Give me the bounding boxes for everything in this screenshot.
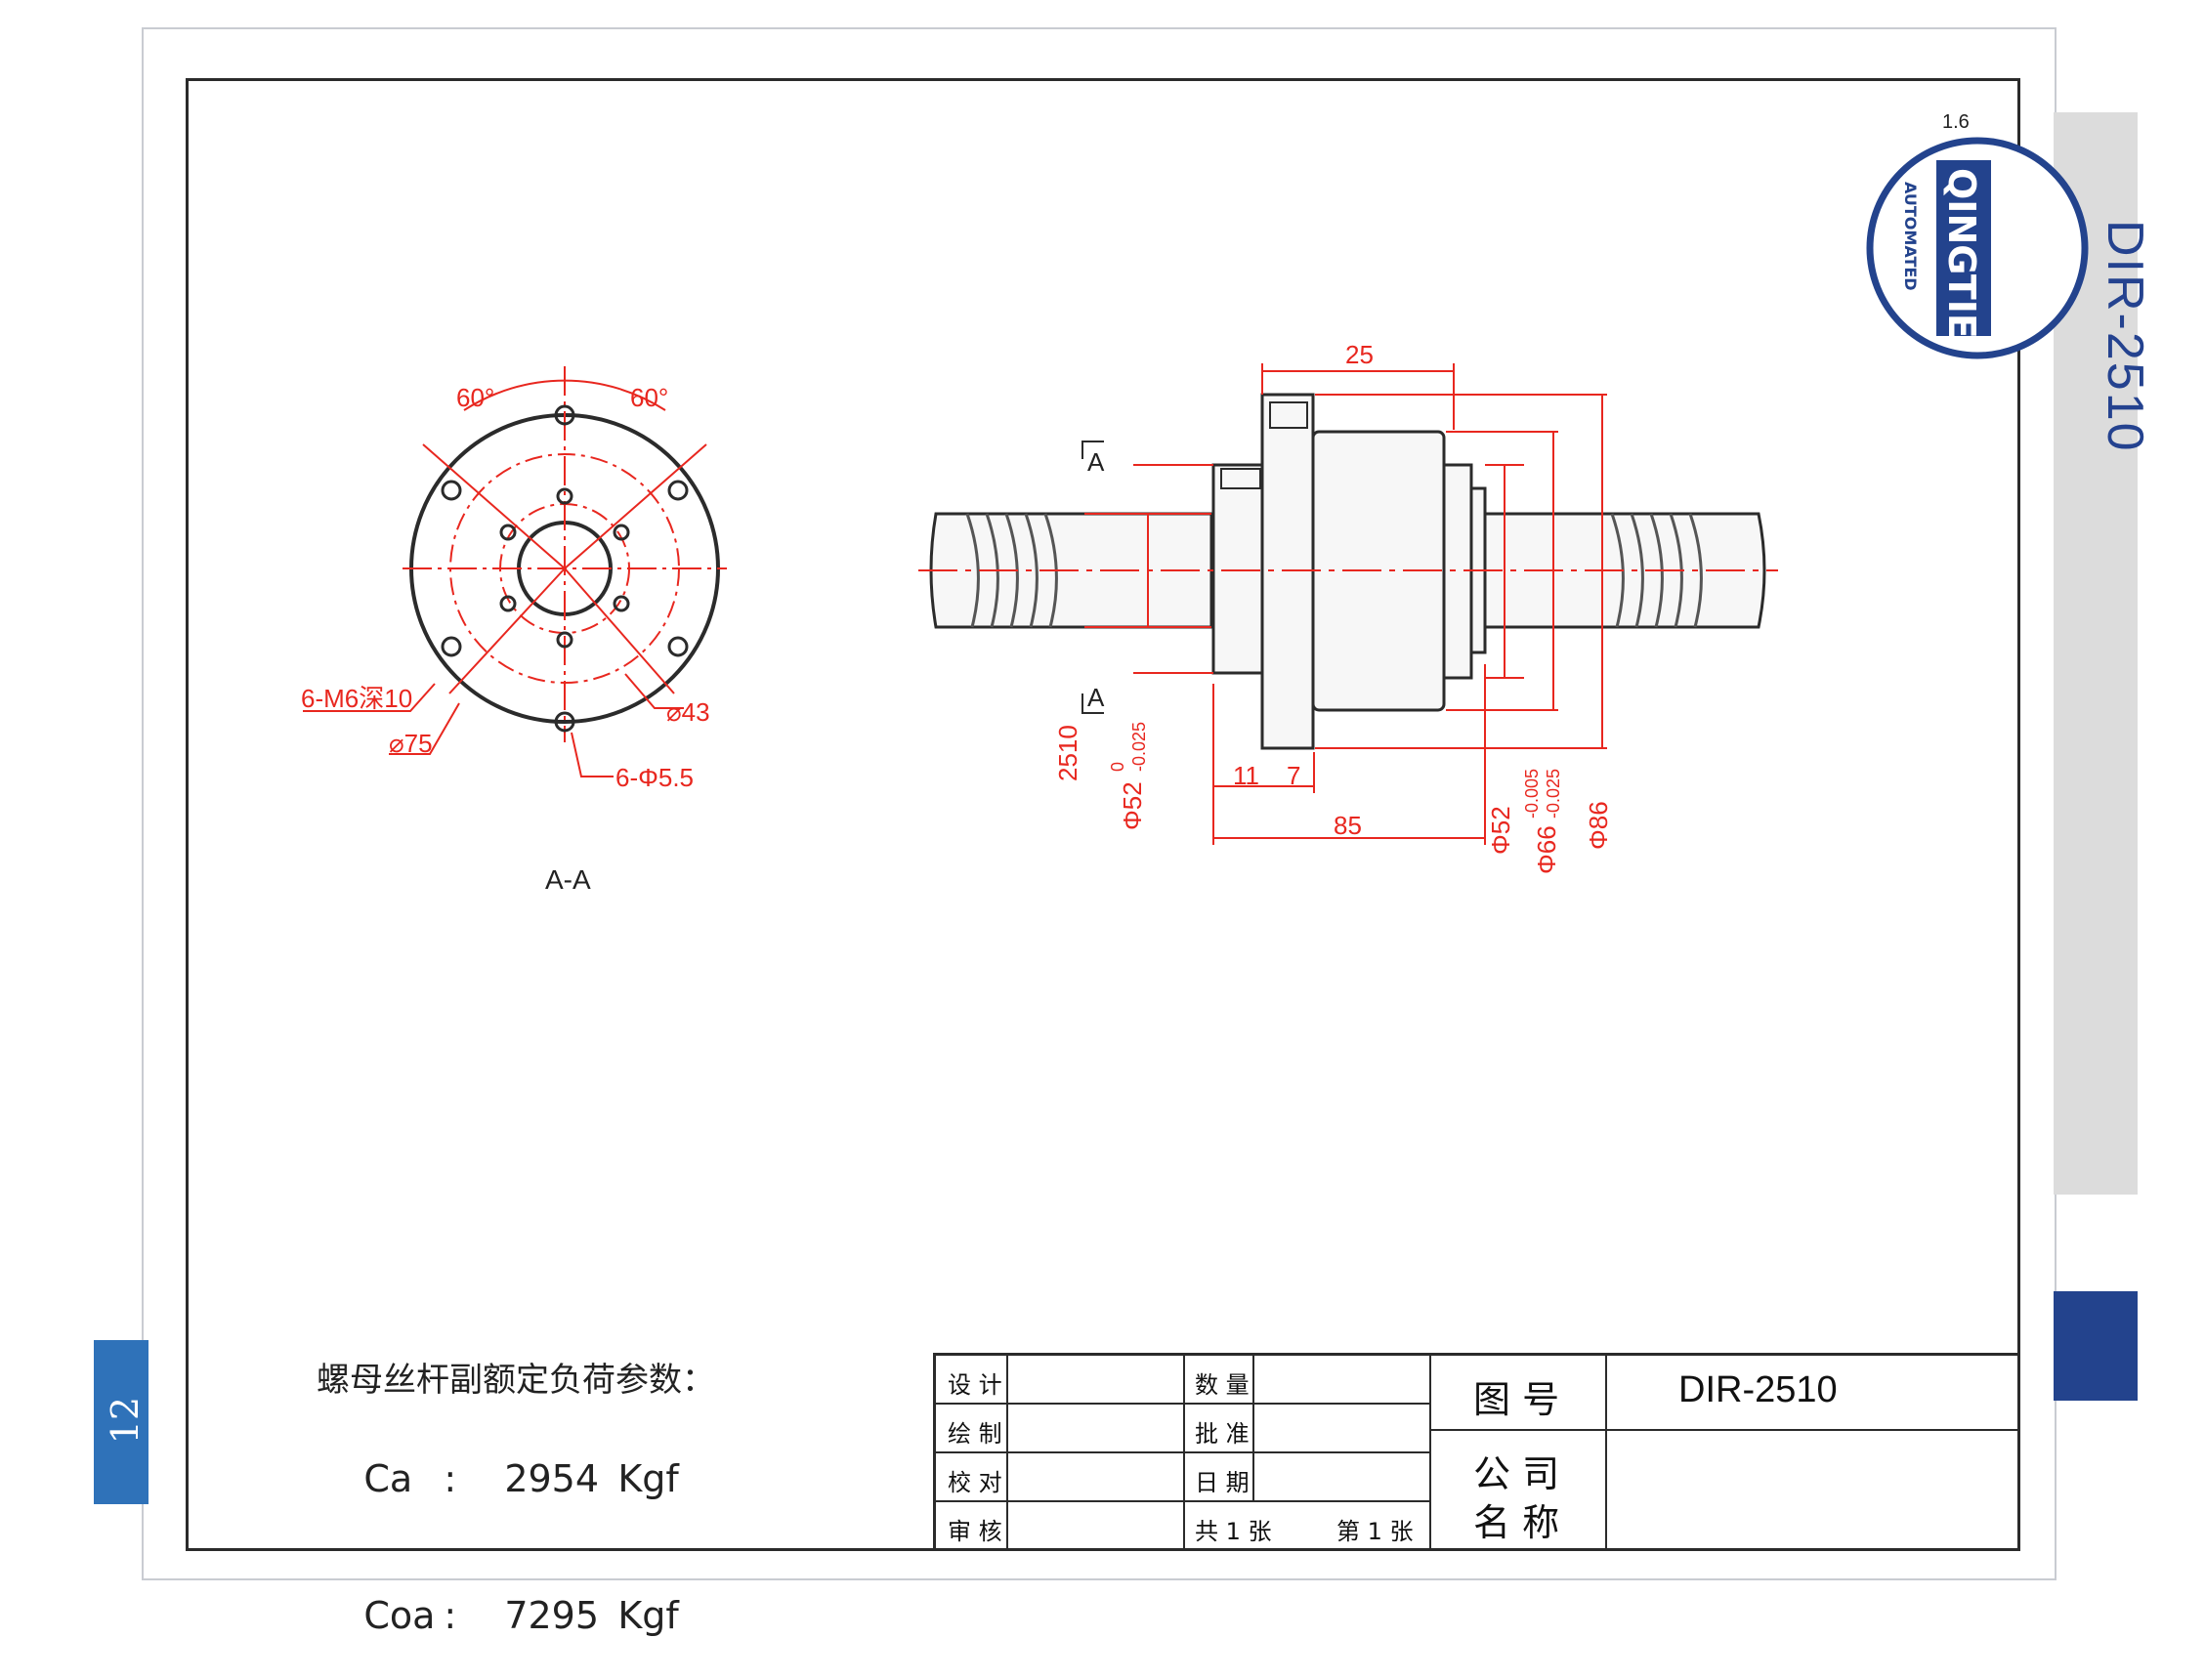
logo-sub: AUTOMATED <box>1901 182 1920 291</box>
label-check: 校 对 <box>948 1469 1002 1496</box>
dim-phi86: Φ86 <box>1584 801 1613 850</box>
logo-brand: QINGTIE <box>1940 168 1983 339</box>
dim-length: 85 <box>1334 811 1362 840</box>
tapped-holes <box>499 487 630 649</box>
dim-phi52: Φ52 <box>1486 806 1515 855</box>
drawing-no-label: 图 号 <box>1473 1378 1560 1421</box>
label-quantity: 数 量 <box>1195 1371 1250 1399</box>
section-marker-bottom: A <box>1087 683 1105 712</box>
dim-phi66-lower: -0.025 <box>1544 769 1563 819</box>
section-view <box>303 366 727 777</box>
page-number-tab: 12 <box>94 1340 148 1504</box>
dim-11: 11 <box>1233 761 1259 790</box>
through-holes <box>441 404 689 733</box>
dim-phi52-upper: 0 <box>1108 762 1127 772</box>
dim-flange-width: 25 <box>1345 340 1374 369</box>
side-tab-title: DIR-2510 <box>2097 220 2153 453</box>
dim-phi66: Φ66 <box>1532 825 1561 874</box>
section-caption: A-A <box>545 864 591 895</box>
section-marker-top: A <box>1087 447 1105 477</box>
parameters-title: 螺母丝杆副额定负荷参数： <box>317 1361 715 1400</box>
through-holes-label: 6-Φ5.5 <box>615 763 694 792</box>
drawing-sheet <box>142 27 2057 1580</box>
tapped-holes-label: 6-M6深10 <box>301 684 412 713</box>
dim-phi52-lower: -0.025 <box>1129 722 1149 772</box>
label-approve: 批 准 <box>1195 1420 1250 1448</box>
dim-7: 7 <box>1287 761 1300 790</box>
company-label-2: 名 称 <box>1473 1501 1560 1544</box>
pcd-inner-label: ⌀43 <box>666 697 710 727</box>
company-logo: QINGTIE AUTOMATED <box>1866 137 2089 359</box>
drawing-number: DIR-2510 <box>1678 1369 1838 1410</box>
label-date: 日 期 <box>1195 1469 1250 1496</box>
dim-phi52-tol: Φ52 <box>1118 781 1147 830</box>
sheet-number: 第 1 张 <box>1336 1518 1414 1545</box>
sheets-total: 共 1 张 <box>1195 1518 1272 1545</box>
technical-drawing: 60° 60° 6-M6深10 ⌀75 ⌀43 6-Φ5.5 A-A <box>301 340 1778 895</box>
side-accent-block <box>2054 1291 2138 1401</box>
company-label-1: 公 司 <box>1473 1452 1560 1495</box>
label-draw: 绘 制 <box>948 1420 1002 1448</box>
nut-collar <box>1211 463 1264 675</box>
label-design: 设 计 <box>948 1371 1002 1399</box>
label-review: 审 核 <box>948 1518 1002 1545</box>
pcd-outer-label: ⌀75 <box>389 729 433 758</box>
roughness-mark: 1.6 <box>1942 111 1970 133</box>
dim-phi66-upper: -0.005 <box>1522 769 1542 819</box>
dim-lead: 2510 <box>1053 725 1082 781</box>
angle-left-label: 60° <box>456 383 494 412</box>
angle-right-label: 60° <box>630 383 668 412</box>
side-view <box>918 363 1778 845</box>
title-block: 设 计 绘 制 校 对 审 核 数 量 批 准 日 期 共 1 张 第 1 张 … <box>933 1353 2020 1551</box>
